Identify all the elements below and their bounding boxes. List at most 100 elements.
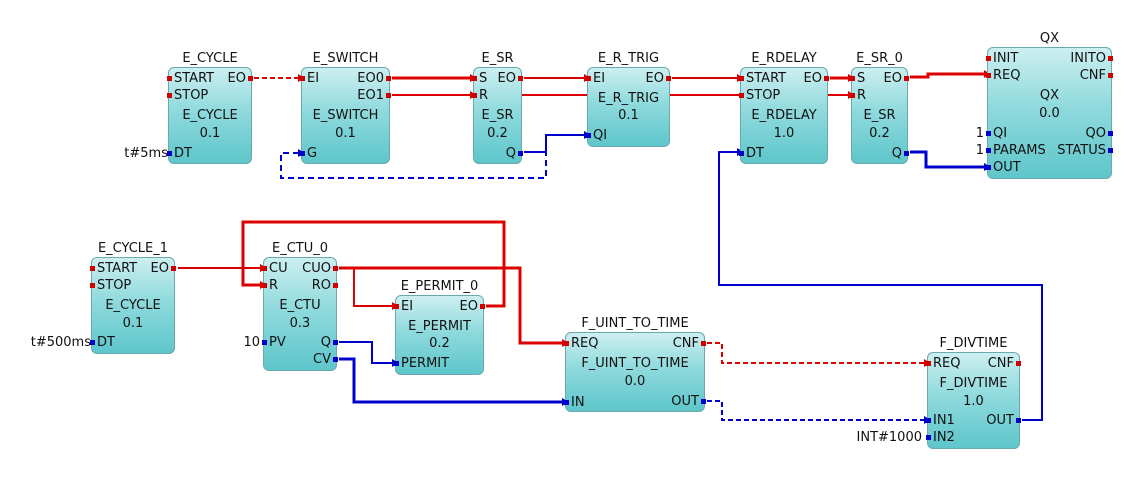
- function-block-e-ctu-0[interactable]: E_CTU_0 CU R CUO RO E_CTU 0.3 PV Q CV: [261, 241, 339, 371]
- conn-e-ctu-0-cuo-to-e-permit-0-ei[interactable]: [339, 267, 392, 307]
- input-event-stop[interactable]: STOP: [89, 278, 132, 293]
- function-block-qx[interactable]: QX INIT REQ INITO CNF QX 0.0 QI PARAMS O…: [985, 31, 1114, 179]
- input-event-cu[interactable]: CU: [262, 261, 288, 276]
- block-type-name: F_UINT_TO_TIME: [581, 356, 689, 371]
- input-event-start[interactable]: START: [166, 71, 215, 86]
- input-data-in1[interactable]: IN1: [926, 413, 955, 428]
- output-data-status[interactable]: STATUS: [1057, 143, 1113, 158]
- input-data-in[interactable]: IN: [564, 395, 585, 410]
- block-instance-name: F_DIVTIME: [939, 336, 1008, 351]
- input-event-r[interactable]: R: [849, 88, 867, 103]
- conn-f-uint-to-time-cnf-to-f-divtime-req[interactable]: [707, 342, 924, 364]
- output-data-q[interactable]: Q: [505, 146, 524, 161]
- param-f-divtime-in2[interactable]: INT#1000: [856, 430, 922, 445]
- block-version: 1.0: [773, 126, 795, 141]
- input-event-init[interactable]: INIT: [985, 51, 1019, 66]
- function-block-e-r-trig[interactable]: E_R_TRIG EI EO E_R_TRIG 0.1 QI: [585, 51, 672, 147]
- param-e-cycle-1-dt[interactable]: t#500ms: [30, 335, 91, 350]
- block-version: 0.3: [289, 316, 311, 331]
- input-event-ei[interactable]: EI: [393, 299, 414, 314]
- block-type-name: E_CYCLE: [182, 108, 238, 123]
- conn-e-ctu-0-q-to-e-permit-0-permit[interactable]: [339, 341, 392, 364]
- function-block-e-cycle-1[interactable]: E_CYCLE_1 START STOP EO E_CYCLE 0.1 DT: [89, 241, 177, 354]
- function-block-e-sr[interactable]: E_SR S R EO E_SR 0.2 Q: [471, 51, 524, 164]
- input-event-start[interactable]: START: [89, 261, 138, 276]
- input-data-permit[interactable]: PERMIT: [393, 356, 450, 371]
- function-block-f-uint-to-time[interactable]: F_UINT_TO_TIME REQ CNF F_UINT_TO_TIME 0.…: [563, 316, 707, 412]
- input-data-in2[interactable]: IN2: [926, 430, 955, 445]
- input-data-dt[interactable]: DT: [739, 146, 764, 161]
- input-data-out[interactable]: OUT: [986, 160, 1021, 175]
- input-data-pv[interactable]: PV: [262, 335, 286, 350]
- output-event-eo[interactable]: EO: [150, 261, 177, 276]
- conn-e-sr-q-to-e-r-trig-qi[interactable]: [524, 134, 584, 153]
- output-event-cuo[interactable]: CUO: [302, 261, 338, 276]
- block-body: [927, 352, 1020, 449]
- conn-e-sr-0-q-to-qx-out[interactable]: [910, 150, 984, 169]
- output-data-out[interactable]: OUT: [986, 413, 1021, 428]
- conn-f-uint-to-time-out-to-f-divtime-in1[interactable]: [707, 400, 924, 421]
- conn-e-sr-q-to-e-switch-g[interactable]: [280, 151, 547, 179]
- block-body: [473, 67, 522, 164]
- block-version: 0.1: [122, 316, 144, 331]
- block-instance-name: E_SR_0: [856, 51, 903, 66]
- function-block-f-divtime[interactable]: F_DIVTIME REQ CNF F_DIVTIME 1.0 IN1 IN2 …: [925, 336, 1022, 449]
- input-event-s[interactable]: S: [471, 71, 488, 86]
- param-e-cycle-dt[interactable]: t#5ms: [124, 146, 168, 161]
- output-event-cnf[interactable]: CNF: [672, 336, 707, 351]
- conn-e-sr-0-eo-to-qx-req[interactable]: [910, 72, 984, 79]
- input-event-req[interactable]: REQ: [925, 356, 961, 371]
- conn-e-permit-0-eo-to-e-ctu-0-r[interactable]: [241, 220, 506, 308]
- input-event-req[interactable]: REQ: [985, 68, 1021, 83]
- param-qx-qi[interactable]: 1: [975, 126, 984, 141]
- output-event-eo[interactable]: EO: [645, 71, 672, 86]
- output-event-eo[interactable]: EO: [883, 71, 910, 86]
- input-event-req[interactable]: REQ: [563, 336, 599, 351]
- conn-e-ctu-0-cv-to-f-uint-to-time-in[interactable]: [339, 357, 562, 404]
- function-block-e-rdelay[interactable]: E_RDELAY START STOP EO E_RDELAY 1.0 DT: [738, 51, 830, 164]
- conn-e-ctu-0-cuo-to-f-uint-to-time-req[interactable]: [339, 266, 562, 345]
- block-type-name: E_SR: [481, 108, 514, 123]
- output-event-eo[interactable]: EO: [459, 299, 486, 314]
- input-data-qi[interactable]: QI: [985, 126, 1008, 141]
- output-data-qo[interactable]: QO: [1085, 126, 1114, 141]
- block-version: 0.2: [869, 126, 890, 141]
- output-event-inito[interactable]: INITO: [1070, 51, 1113, 66]
- input-event-r[interactable]: R: [261, 278, 279, 293]
- output-event-eo0[interactable]: EO0: [357, 71, 391, 86]
- output-event-eo[interactable]: EO: [227, 71, 254, 86]
- output-event-eo[interactable]: EO: [497, 71, 524, 86]
- block-type-name: E_CTU: [279, 298, 321, 313]
- param-qx-params[interactable]: 1: [975, 143, 984, 158]
- input-event-ei[interactable]: EI: [299, 71, 320, 86]
- output-data-out[interactable]: OUT: [671, 394, 706, 409]
- function-block-e-permit-0[interactable]: E_PERMIT_0 EI EO E_PERMIT 0.2 PERMIT: [393, 279, 486, 375]
- input-data-dt[interactable]: DT: [167, 146, 192, 161]
- input-data-params[interactable]: PARAMS: [986, 143, 1046, 158]
- block-type-name: E_PERMIT: [408, 319, 471, 334]
- output-event-eo[interactable]: EO: [803, 71, 830, 86]
- output-data-cv[interactable]: CV: [313, 352, 338, 367]
- conn-f-divtime-out-to-e-rdelay-dt[interactable]: [718, 151, 1043, 421]
- output-event-eo1[interactable]: EO1: [357, 88, 391, 103]
- block-instance-name: F_UINT_TO_TIME: [581, 316, 689, 331]
- input-event-ei[interactable]: EI: [585, 71, 606, 86]
- output-event-ro[interactable]: RO: [311, 278, 339, 293]
- function-block-e-switch[interactable]: E_SWITCH EI EO0 EO1 E_SWITCH 0.1 G: [299, 51, 391, 164]
- function-block-e-cycle[interactable]: E_CYCLE START STOP EO E_CYCLE 0.1 DT: [166, 51, 254, 164]
- input-event-s[interactable]: S: [849, 71, 866, 86]
- block-type-name: E_CYCLE: [105, 298, 161, 313]
- input-event-stop[interactable]: STOP: [166, 88, 209, 103]
- input-data-qi[interactable]: QI: [585, 128, 608, 143]
- output-event-cnf[interactable]: CNF: [987, 356, 1022, 371]
- output-event-cnf[interactable]: CNF: [1079, 68, 1114, 83]
- input-event-stop[interactable]: STOP: [738, 88, 781, 103]
- input-event-r[interactable]: R: [471, 88, 489, 103]
- param-e-ctu-0-pv[interactable]: 10: [243, 335, 260, 350]
- function-block-e-sr-0[interactable]: E_SR_0 S R EO E_SR 0.2 Q: [849, 51, 910, 164]
- input-event-start[interactable]: START: [738, 71, 787, 86]
- input-data-dt[interactable]: DT: [90, 335, 115, 350]
- output-data-q[interactable]: Q: [891, 146, 910, 161]
- output-data-q[interactable]: Q: [320, 335, 339, 350]
- input-data-g[interactable]: G: [299, 146, 318, 161]
